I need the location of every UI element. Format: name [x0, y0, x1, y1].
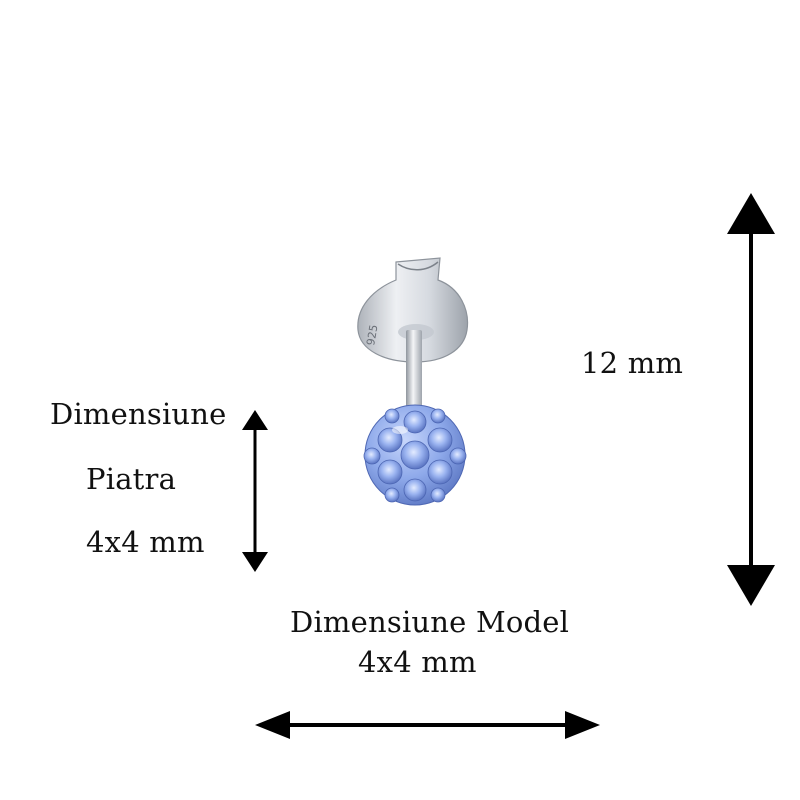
hallmark-text: 925: [364, 324, 380, 347]
height-label: 12 mm: [581, 346, 684, 380]
stone-size-label: 4x4 mm: [86, 525, 205, 559]
stone-title-line1: Dimensiune: [50, 397, 227, 431]
model-width-arrow-icon: [255, 711, 600, 739]
earring-stud-image: 925: [357, 257, 469, 506]
stone-size-arrow-icon: [242, 410, 268, 572]
stone-title-line2: Piatra: [86, 462, 177, 496]
model-size-label: 4x4 mm: [358, 645, 477, 679]
earring-pin: [406, 330, 422, 410]
height-arrow-icon: [727, 193, 775, 606]
crystal-gems: [363, 408, 467, 503]
crystal-ball: [363, 404, 467, 506]
model-title-label: Dimensiune Model: [290, 605, 570, 639]
